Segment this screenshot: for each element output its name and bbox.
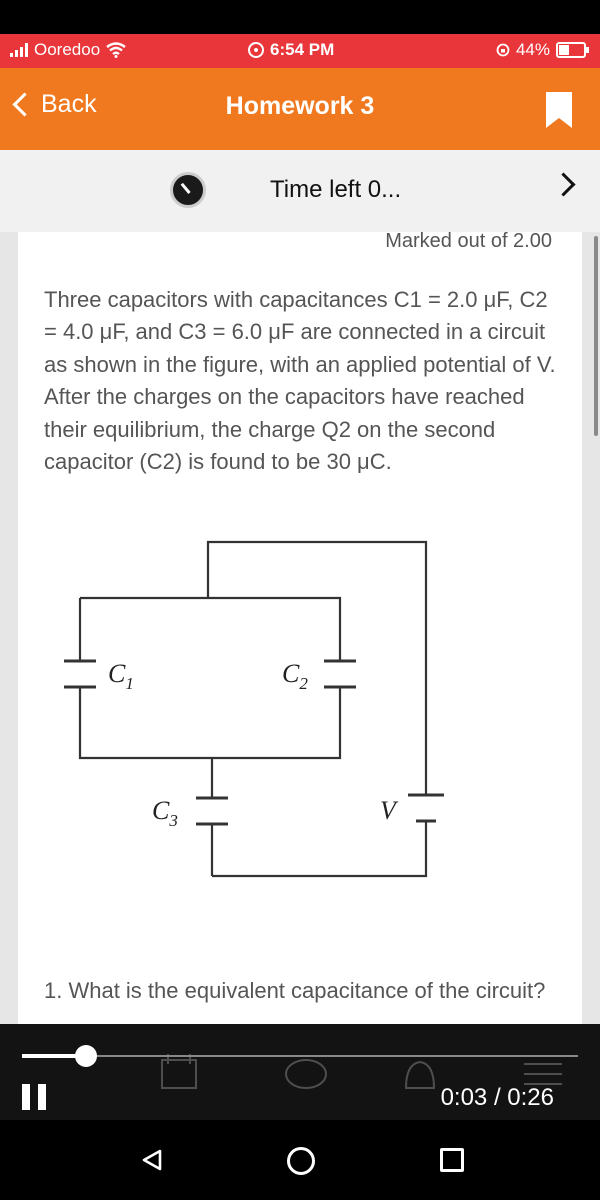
marked-out-of: Marked out of 2.00 — [385, 232, 552, 252]
battery-fill — [559, 45, 569, 55]
circuit-diagram: C1 C2 C3 V — [64, 540, 444, 878]
next-question-button[interactable] — [551, 172, 576, 197]
nav-recents-icon[interactable] — [440, 1148, 464, 1172]
voltage-label: V — [380, 796, 399, 825]
seek-progress — [22, 1054, 86, 1058]
rotation-lock-icon — [496, 43, 510, 57]
video-time: 0:03 / 0:26 — [440, 1084, 554, 1111]
seek-handle[interactable] — [74, 1045, 97, 1067]
wifi-icon — [106, 42, 126, 58]
stopwatch-icon — [170, 172, 206, 208]
carrier-name: Ooredoo — [34, 40, 101, 59]
timer-bar: Time left 0... — [0, 150, 600, 232]
signal-icon — [10, 43, 28, 57]
c3-label: C3 — [152, 796, 178, 830]
battery-percent: 44% — [515, 40, 550, 59]
back-button[interactable]: Back — [10, 90, 97, 119]
scrollbar[interactable] — [594, 236, 598, 436]
bookmark-icon[interactable] — [546, 92, 572, 128]
c1-label: C1 — [108, 659, 134, 693]
video-controls: 0:03 / 0:26 — [0, 1024, 600, 1120]
question-text: Three capacitors with capacitances C1 = … — [44, 287, 556, 475]
alarm-icon — [248, 42, 264, 58]
pause-button[interactable] — [22, 1084, 46, 1110]
status-time-group: 6:54 PM — [248, 40, 334, 60]
timer-text: Time left 0... — [270, 176, 402, 203]
battery-icon — [556, 42, 589, 58]
page-title: Homework 3 — [225, 92, 375, 120]
status-time: 6:54 PM — [270, 40, 335, 59]
pause-icon — [22, 1084, 30, 1110]
c2-label: C2 — [282, 659, 308, 693]
seek-track[interactable] — [22, 1055, 578, 1057]
sub-question-text: 1. What is the equivalent capacitance of… — [44, 978, 546, 1003]
background-tab-icons — [161, 1054, 562, 1089]
status-right-group: 44% — [496, 40, 589, 60]
carrier-group: Ooredoo — [10, 40, 126, 60]
system-nav-bar — [0, 1120, 600, 1200]
nav-back-icon[interactable] — [140, 1148, 164, 1172]
top-black-bar — [0, 0, 600, 34]
app-bar: Back Homework 3 — [0, 68, 600, 150]
nav-home-icon[interactable] — [287, 1147, 315, 1175]
back-label: Back — [41, 90, 97, 118]
question-content[interactable]: Marked out of 2.00 Three capacitors with… — [0, 232, 600, 1024]
question-card: Marked out of 2.00 Three capacitors with… — [18, 232, 582, 1024]
status-bar: Ooredoo 6:54 PM 44% — [0, 34, 600, 68]
